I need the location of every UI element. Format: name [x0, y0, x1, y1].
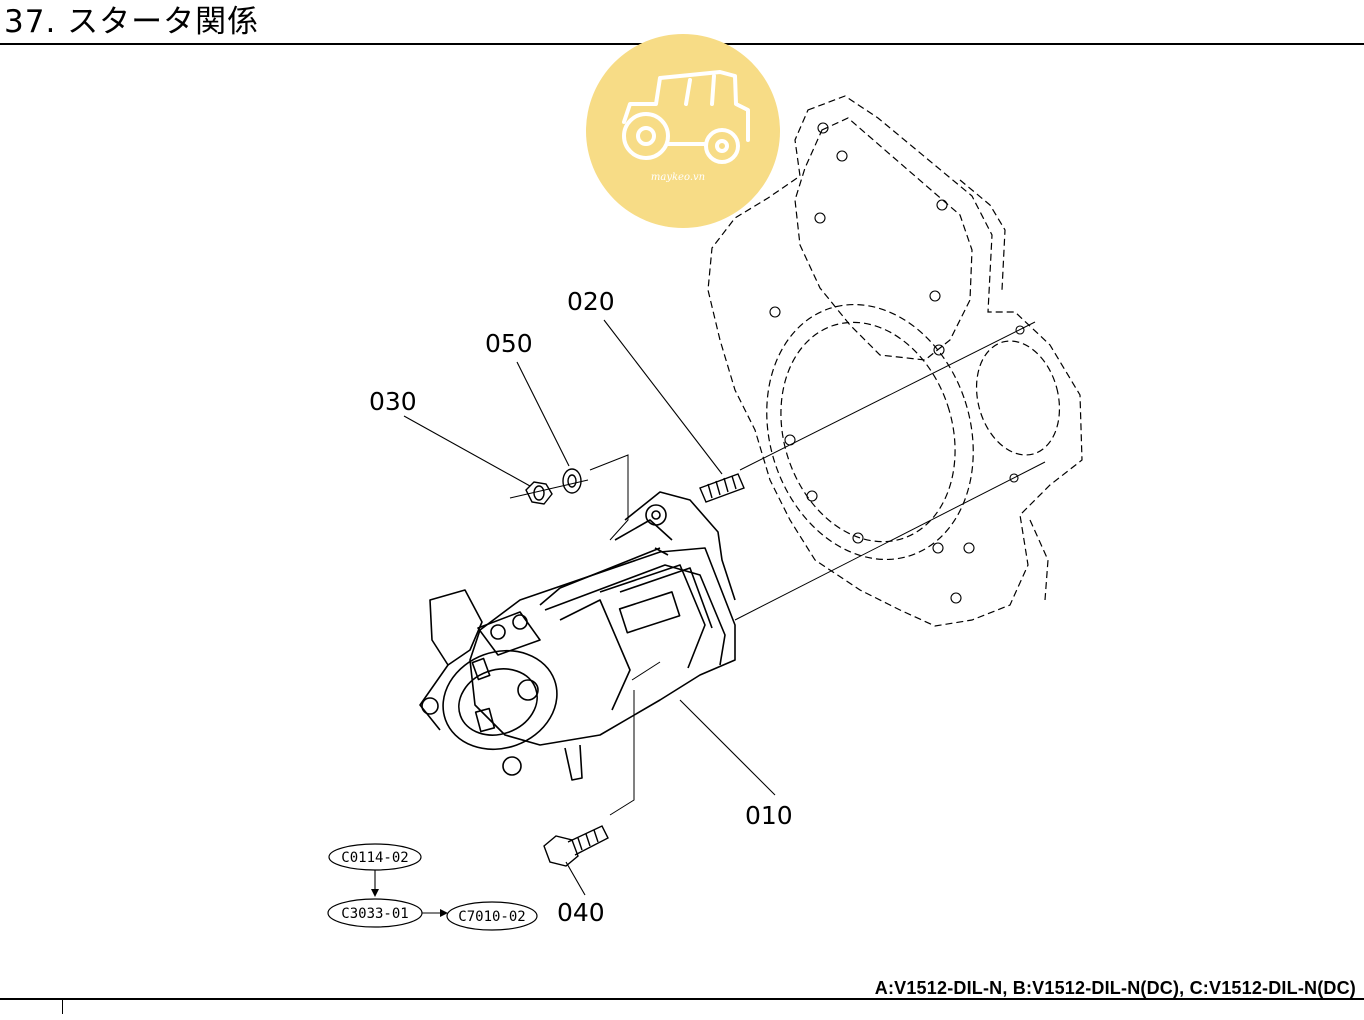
housing-bolt-holes	[769, 122, 1025, 604]
nut	[525, 481, 553, 505]
alignment-lines	[509, 321, 1046, 816]
part-label-010: 010	[745, 801, 793, 830]
part-label-040: 040	[557, 898, 605, 927]
part-label-030: 030	[369, 387, 417, 416]
tractor-icon	[622, 70, 750, 164]
part-leaders	[403, 319, 776, 896]
ref-code-c0114: C0114-02	[341, 850, 408, 866]
part-label-020: 020	[567, 287, 615, 316]
flywheel-housing	[707, 95, 1083, 627]
part-label-050: 050	[485, 329, 533, 358]
watermark-circle	[586, 34, 780, 228]
starter-motor	[419, 491, 736, 781]
model-applicability: A:V1512-DIL-N, B:V1512-DIL-N(DC), C:V151…	[874, 978, 1356, 998]
ref-oval-c7010	[446, 901, 538, 931]
watermark-text: maykeo.vn	[651, 172, 705, 183]
flange-bolt	[543, 825, 609, 867]
page-title: 37. スタータ関係	[4, 4, 260, 40]
spring-washer	[562, 468, 582, 494]
stud-bolt	[699, 473, 745, 503]
footer-tick	[62, 998, 63, 1014]
ref-code-c3033: C3033-01	[341, 906, 408, 922]
footer-divider	[0, 998, 1364, 1000]
reference-flow: C0114-02 C3033-01 C7010-02	[327, 843, 538, 931]
ref-code-c7010: C7010-02	[458, 909, 525, 925]
watermark: maykeo.vn	[586, 34, 780, 228]
